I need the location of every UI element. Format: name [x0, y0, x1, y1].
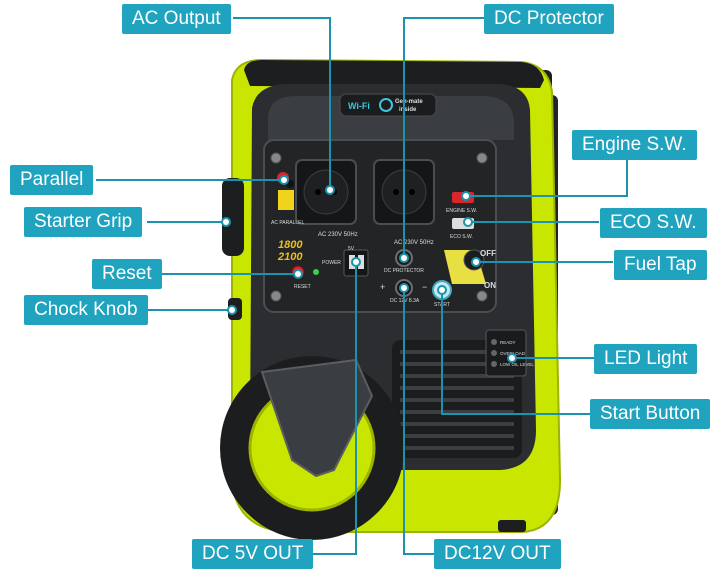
ac-socket-right-pin-a — [393, 189, 399, 195]
engine-sw-label-text: ENGINE S.W. — [446, 208, 477, 214]
led-ready — [491, 339, 497, 345]
ac-socket-right-pin-b — [409, 189, 415, 195]
screw-bottom-left — [270, 290, 282, 302]
leader-dc-12v-out — [403, 288, 434, 555]
ac-socket-left-pin-a — [315, 189, 321, 195]
low-oil-label-text: LOW OIL LEVEL — [500, 362, 534, 367]
usb-label-text: 5V — [348, 246, 355, 252]
max-watts-text: 2100 — [277, 251, 303, 263]
callout-reset: Reset — [92, 259, 162, 289]
leader-engine-sw — [466, 160, 628, 197]
leader-ac-output — [233, 17, 331, 190]
wifi-badge — [339, 93, 437, 117]
dot-parallel — [279, 175, 289, 185]
power-led-icon — [313, 269, 319, 275]
parallel-warning-sticker — [278, 190, 294, 210]
led-overload — [491, 350, 497, 356]
led-low-oil — [491, 361, 497, 367]
dot-dc-12v-out — [399, 283, 409, 293]
starter-grip-shape — [222, 178, 244, 256]
dot-starter-grip — [221, 217, 231, 227]
leader-lines — [96, 17, 628, 555]
callout-led-light: LED Light — [594, 344, 698, 374]
screw-bottom-right — [476, 290, 488, 302]
dot-reset — [293, 269, 303, 279]
dot-dc-5v-out — [351, 257, 361, 267]
callout-starter-grip: Starter Grip — [24, 207, 143, 237]
ac-parallel-text: AC PARALLEL — [271, 220, 304, 226]
badge-brand-line1: Gen-mate — [395, 99, 423, 105]
screw-top-right — [476, 152, 488, 164]
gen-mate-logo-icon — [379, 98, 393, 112]
dc-protector-label-text: DC PROTECTOR — [384, 268, 424, 274]
badge-brand-line2: inside — [399, 107, 417, 113]
callout-dc-12v-out: DC12V OUT — [434, 539, 561, 569]
dot-engine-sw — [461, 191, 471, 201]
dot-chock-knob — [227, 305, 237, 315]
callout-dc-protector: DC Protector — [484, 4, 614, 34]
dot-fuel-tap — [471, 257, 481, 267]
reset-label-text: RESET — [294, 284, 311, 290]
dot-start-button — [437, 285, 447, 295]
leader-start-button — [441, 290, 590, 415]
fuel-off-text: OFF — [480, 249, 496, 258]
foot-right — [498, 520, 526, 532]
dc-plus-text: + — [380, 282, 385, 292]
ready-label-text: READY — [500, 340, 516, 345]
dot-dc-protector — [399, 253, 409, 263]
ac-rating-right-text: AC 230V 50Hz — [394, 240, 434, 246]
screw-top-left — [270, 152, 282, 164]
callout-eco-sw: ECO S.W. — [600, 208, 707, 238]
callout-parallel: Parallel — [10, 165, 94, 195]
dot-ac-output — [325, 185, 335, 195]
callout-start-button: Start Button — [590, 399, 711, 429]
callout-engine-sw: Engine S.W. — [572, 130, 697, 160]
power-label-text: POWER — [322, 260, 341, 266]
callout-dc-5v-out: DC 5V OUT — [192, 539, 314, 569]
leader-dots — [221, 175, 517, 363]
callout-ac-output: AC Output — [122, 4, 231, 34]
ac-rating-left-text: AC 230V 50Hz — [318, 232, 358, 238]
leader-dc-protector — [403, 17, 486, 258]
callout-fuel-tap: Fuel Tap — [614, 250, 707, 280]
callout-chock-knob: Chock Knob — [24, 295, 148, 325]
dot-led-light — [507, 353, 517, 363]
dot-eco-sw — [463, 217, 473, 227]
rated-watts-text: 1800 — [278, 239, 303, 251]
leader-dc-5v-out — [298, 262, 357, 555]
eco-sw-label-text: ECO S.W. — [450, 234, 473, 240]
top-handle — [244, 60, 544, 88]
fuel-on-text: ON — [484, 281, 496, 290]
generator-body — [220, 58, 562, 540]
badge-wifi-text: Wi-Fi — [348, 101, 370, 111]
dc-minus-text: − — [422, 282, 427, 292]
